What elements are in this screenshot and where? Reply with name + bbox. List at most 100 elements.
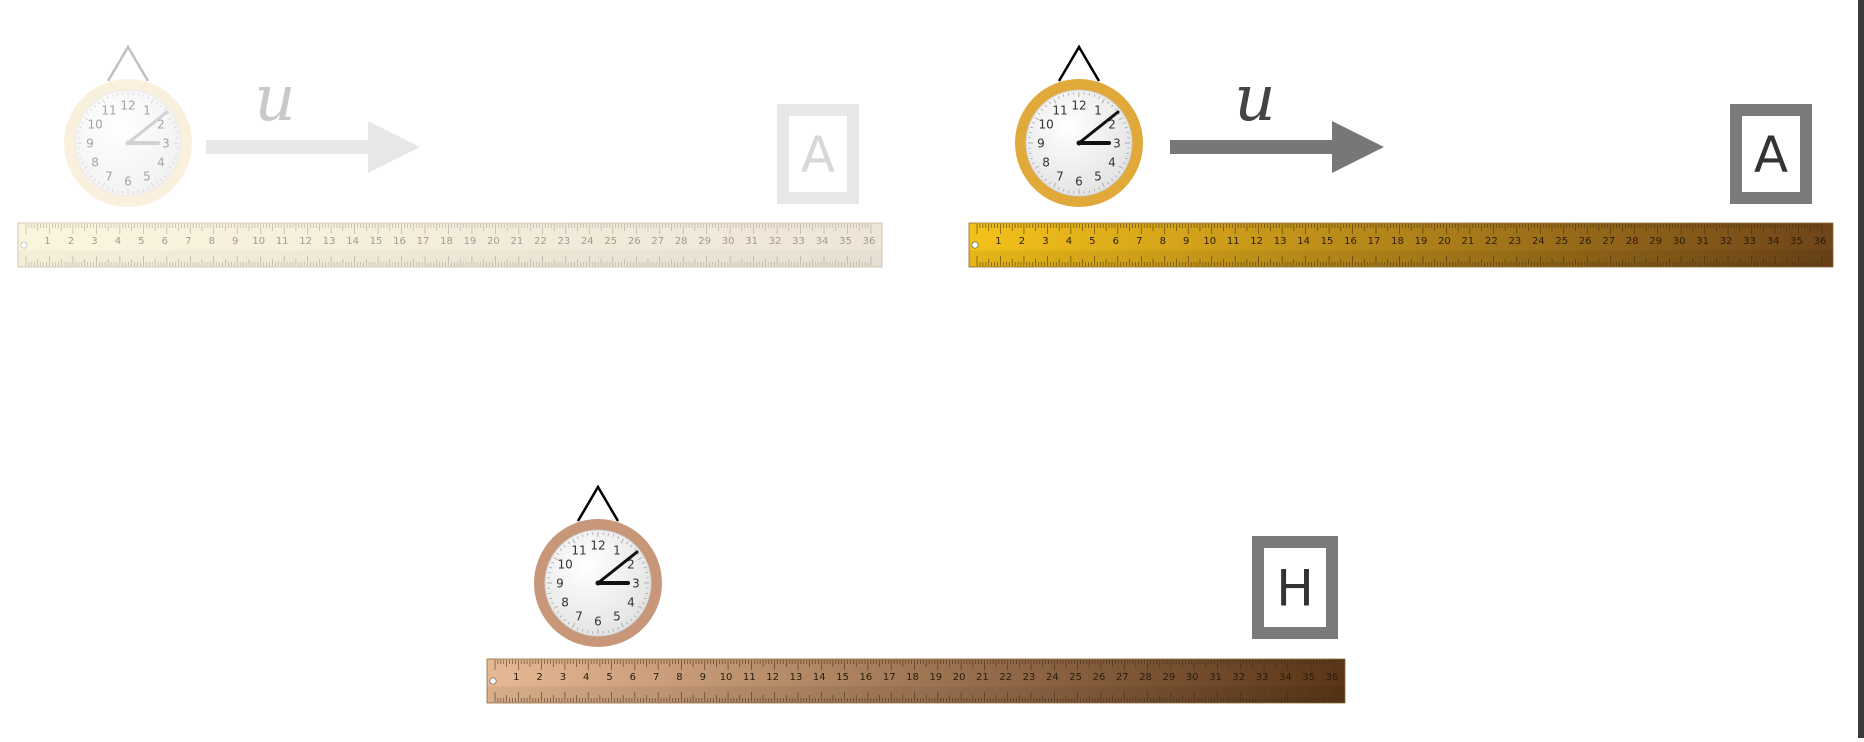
- clock-minute-ticks: [1028, 92, 1130, 194]
- ruler-number: 13: [790, 672, 803, 683]
- clock-hanger: [106, 44, 150, 82]
- ruler-number: 19: [464, 236, 477, 247]
- ruler-number: 19: [1415, 236, 1428, 247]
- clock-numeral: 10: [87, 118, 102, 132]
- ruler-number: 1: [513, 672, 519, 683]
- ruler-number: 4: [583, 672, 589, 683]
- ruler-number: 29: [698, 236, 711, 247]
- clock-minute-hand: [1077, 110, 1120, 145]
- ruler-number: 3: [560, 672, 566, 683]
- clock-numeral: 1: [143, 104, 151, 118]
- ruler-number: 24: [1046, 672, 1059, 683]
- velocity-arrow-shaft: [1170, 140, 1332, 154]
- ruler-number: 27: [1602, 236, 1615, 247]
- ruler-number: 11: [743, 672, 756, 683]
- ruler-number: 9: [700, 672, 706, 683]
- clock-numeral: 8: [1042, 156, 1050, 170]
- ruler-number: 32: [1232, 672, 1245, 683]
- clock-hanger: [1057, 44, 1101, 82]
- clock-face: [74, 89, 182, 197]
- clock-numeral: 5: [613, 609, 621, 623]
- ruler-number: 11: [276, 236, 289, 247]
- frame-label-box: [1252, 536, 1338, 639]
- ruler-number: 15: [370, 236, 383, 247]
- ruler-body: [968, 222, 1834, 268]
- ruler-number: 18: [906, 672, 919, 683]
- clock-center: [595, 580, 601, 586]
- ruler-ticks: [976, 224, 1823, 266]
- ruler-number: 33: [1743, 236, 1756, 247]
- clock-numeral: 4: [157, 156, 165, 170]
- clock-numeral: 12: [590, 539, 605, 553]
- ruler-number: 22: [1485, 236, 1498, 247]
- ruler-number: 20: [953, 672, 966, 683]
- velocity-label: u: [1234, 62, 1275, 136]
- ruler-number: 15: [836, 672, 849, 683]
- ruler-number: 21: [976, 672, 989, 683]
- ruler-number: 31: [1209, 672, 1222, 683]
- clock-numeral: 10: [557, 558, 572, 572]
- ruler-number: 29: [1649, 236, 1662, 247]
- ruler-number: 22: [999, 672, 1012, 683]
- velocity-label: u: [254, 62, 295, 136]
- ruler-number: 32: [1720, 236, 1733, 247]
- ruler-number: 13: [323, 236, 336, 247]
- ruler-number: 13: [1274, 236, 1287, 247]
- ruler-body: [486, 658, 1346, 704]
- ruler-number: 34: [1767, 236, 1780, 247]
- ruler-number: 20: [1438, 236, 1451, 247]
- clock-numeral: 8: [561, 596, 569, 610]
- velocity-arrow-head: [368, 121, 420, 173]
- clock-numeral: 8: [91, 156, 99, 170]
- ruler-number: 12: [299, 236, 312, 247]
- clock-numeral: 11: [101, 104, 116, 118]
- ruler-number: 21: [1462, 236, 1475, 247]
- clock-numeral: 6: [594, 615, 602, 629]
- ruler-number: 17: [417, 236, 430, 247]
- ruler-number: 27: [1116, 672, 1129, 683]
- clock-numeral: 2: [1108, 118, 1116, 132]
- ruler-number: 5: [138, 236, 144, 247]
- ruler-number: 18: [440, 236, 453, 247]
- clock-numeral: 1: [613, 544, 621, 558]
- ruler-number: 2: [536, 672, 542, 683]
- ruler-number: 35: [1302, 672, 1315, 683]
- ruler-number: 6: [162, 236, 168, 247]
- ruler-number: 12: [1250, 236, 1263, 247]
- ruler-number: 11: [1227, 236, 1240, 247]
- ruler-number: 32: [769, 236, 782, 247]
- ruler-number: 7: [653, 672, 659, 683]
- ruler-number: 1: [44, 236, 50, 247]
- ruler-number: 14: [346, 236, 359, 247]
- ruler-number: 6: [1113, 236, 1119, 247]
- clock-numeral: 12: [120, 99, 135, 113]
- clock-numeral: 11: [1052, 104, 1067, 118]
- ruler-number: 12: [766, 672, 779, 683]
- ruler-number: 17: [883, 672, 896, 683]
- ruler-shade: [487, 686, 1345, 703]
- frame-label-box: [1730, 104, 1812, 204]
- ruler-number: 15: [1321, 236, 1334, 247]
- ruler-shade: [969, 250, 1833, 267]
- clock-numeral: 4: [1108, 156, 1116, 170]
- clock-center: [1076, 140, 1082, 146]
- ruler-number: 25: [1555, 236, 1568, 247]
- ruler-number: 23: [1508, 236, 1521, 247]
- ruler-number: 14: [1297, 236, 1310, 247]
- ruler-number: 9: [232, 236, 238, 247]
- clock-minute-hand: [596, 550, 639, 585]
- ruler-number: 16: [1344, 236, 1357, 247]
- ruler-number: 6: [630, 672, 636, 683]
- ruler-number: 29: [1163, 672, 1176, 683]
- ruler-number: 16: [860, 672, 873, 683]
- clock-numeral: 3: [632, 577, 640, 591]
